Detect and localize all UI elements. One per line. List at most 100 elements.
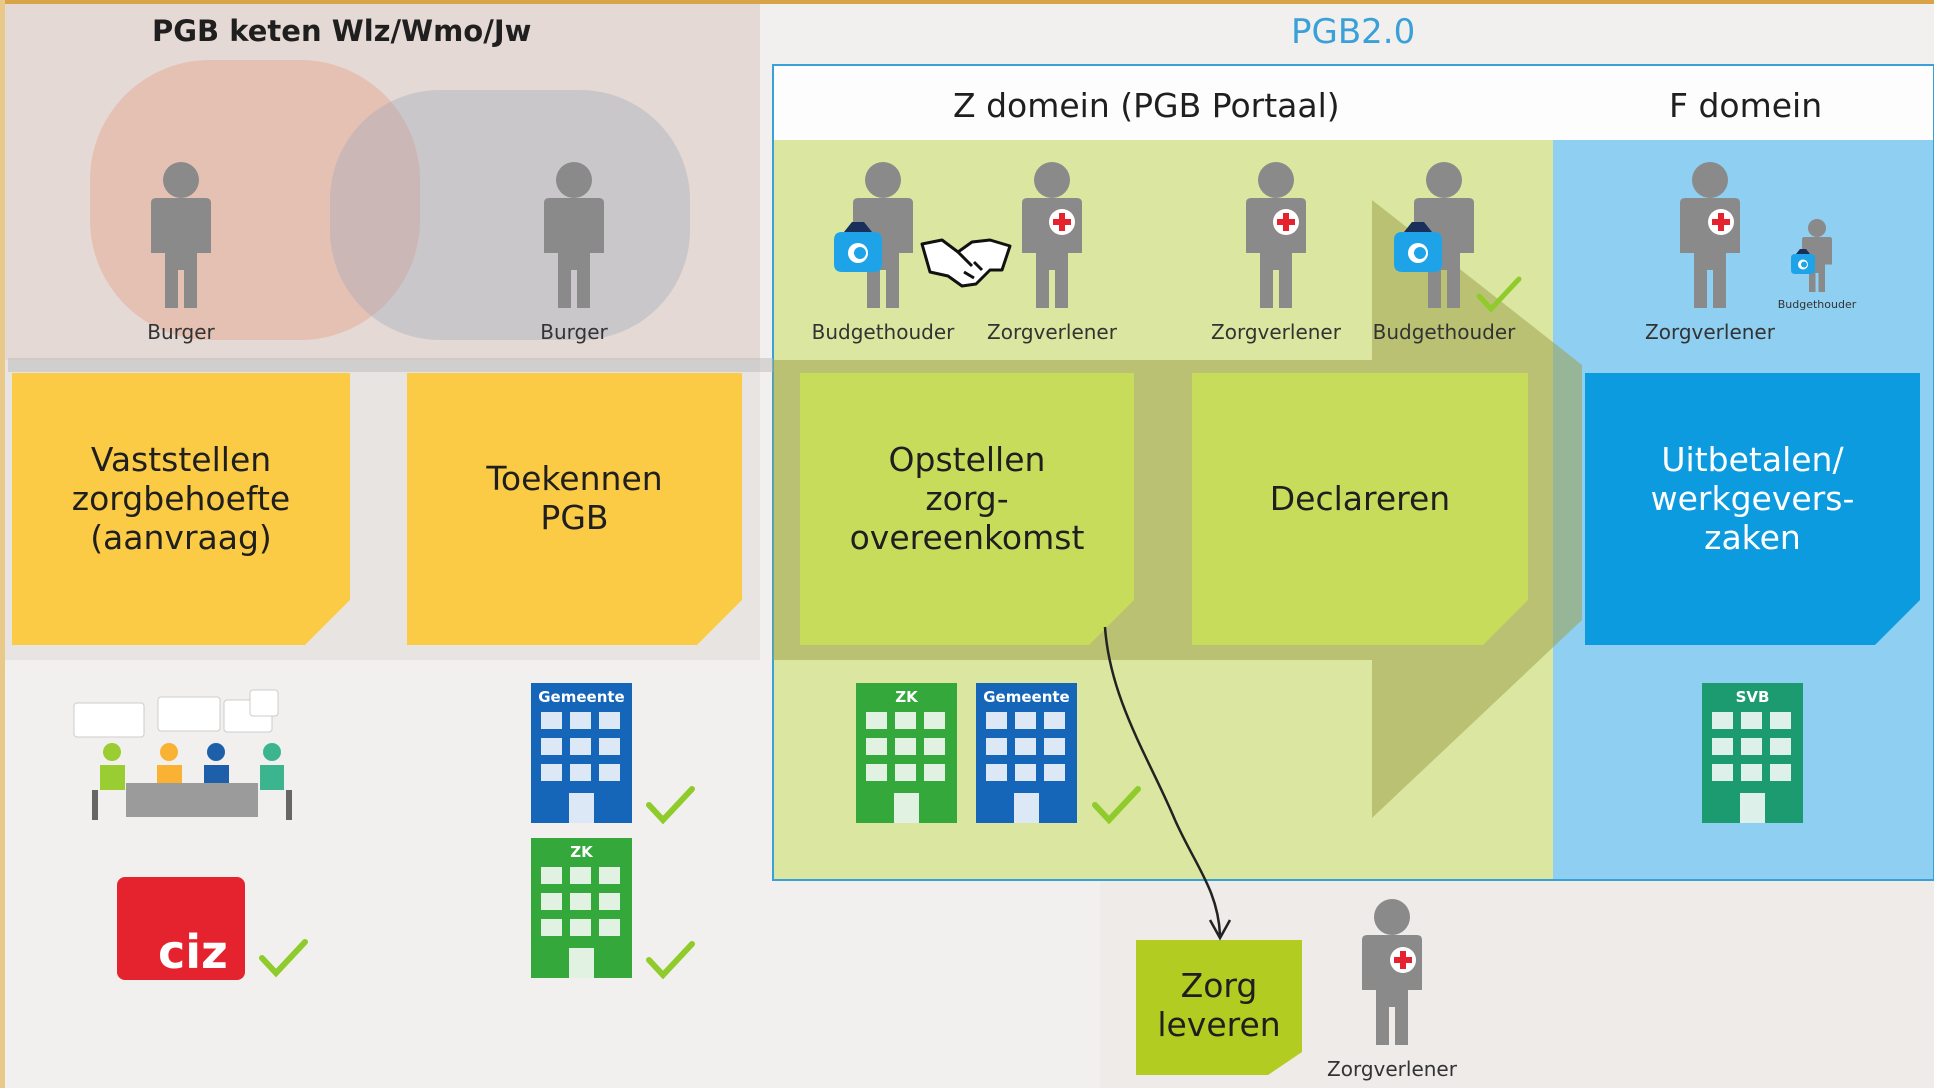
building-window xyxy=(1712,764,1733,781)
building-window xyxy=(1044,712,1065,729)
check-zorgovereenkomst-icon xyxy=(1092,786,1141,825)
step-box-uitbetalen xyxy=(1585,373,1920,645)
gemeente-1-label: Gemeente xyxy=(538,688,625,706)
building-window xyxy=(1770,764,1791,781)
zorgverlener-3-cross-icon xyxy=(1708,209,1734,235)
building-window xyxy=(541,893,562,910)
step-label-declareren: Declareren xyxy=(1269,478,1451,518)
building-window xyxy=(541,738,562,755)
building-window xyxy=(541,764,562,781)
building-window xyxy=(924,738,945,755)
background-photo-blur-2 xyxy=(330,90,690,340)
building-window xyxy=(986,764,1007,781)
building-window xyxy=(986,712,1007,729)
building-windows xyxy=(541,712,1791,978)
building-window xyxy=(1741,764,1762,781)
step-box-declareren xyxy=(1192,373,1528,645)
svb-label: SVB xyxy=(1735,688,1770,706)
building-window xyxy=(924,712,945,729)
diagram-title: PGB keten Wlz/Wmo/Jw xyxy=(152,14,532,48)
building-window xyxy=(541,919,562,936)
step-box-toekennen xyxy=(407,373,742,645)
building-window xyxy=(895,764,916,781)
building-window xyxy=(1712,712,1733,729)
building-door xyxy=(1014,793,1039,823)
building-window xyxy=(570,893,591,910)
zorgverlener-4-label: Zorgverlener xyxy=(1327,1057,1457,1081)
zorgverlener-1-cross-icon xyxy=(1049,209,1075,235)
building-window xyxy=(1770,712,1791,729)
zk-2-label: ZK xyxy=(895,688,918,706)
step-label-vaststellen: Vaststellen zorgbehoefte (aanvraag) xyxy=(71,439,291,557)
building-window xyxy=(570,712,591,729)
background-photo-area xyxy=(0,0,760,360)
zorgverlener-2-label: Zorgverlener xyxy=(1211,320,1341,344)
building-window xyxy=(1044,738,1065,755)
top-border-line xyxy=(0,0,1934,4)
ciz-logo-text: ciz xyxy=(158,925,228,979)
building-window xyxy=(599,712,620,729)
grey-band xyxy=(8,358,773,372)
check-zk-icon xyxy=(646,941,695,980)
building-door xyxy=(1740,793,1765,823)
zorgverlener-2-cross-icon xyxy=(1273,209,1299,235)
zk-1-label: ZK xyxy=(570,843,593,861)
step-box-vaststellen xyxy=(12,373,350,645)
check-gemeente-icon xyxy=(646,786,695,825)
gemeente-2-label: Gemeente xyxy=(983,688,1070,706)
building-window xyxy=(599,738,620,755)
building-window xyxy=(541,867,562,884)
building-window xyxy=(541,712,562,729)
step-label-opstellen: Opstellen zorg- overeenkomst xyxy=(849,439,1085,557)
building-window xyxy=(866,738,887,755)
building-window xyxy=(895,712,916,729)
step-label-zorg-leveren: Zorg leveren xyxy=(1157,966,1281,1044)
step-label-uitbetalen: Uitbetalen/ werkgevers- zaken xyxy=(1650,439,1855,557)
budgethouder-small-label: Budgethouder xyxy=(1777,298,1857,311)
building-window xyxy=(599,919,620,936)
budgethouder-1-label: Budgethouder xyxy=(811,320,955,344)
building-window xyxy=(1712,738,1733,755)
process-chevron-arrow xyxy=(773,200,1582,818)
building-window xyxy=(599,893,620,910)
building-window xyxy=(1741,712,1762,729)
building-window xyxy=(570,764,591,781)
building-window xyxy=(1015,738,1036,755)
building-window xyxy=(599,867,620,884)
building-window xyxy=(1015,764,1036,781)
building-window xyxy=(1741,738,1762,755)
meeting-icon xyxy=(73,689,292,820)
building-door xyxy=(569,793,594,823)
building-window xyxy=(895,738,916,755)
building-door xyxy=(894,793,919,823)
building-window xyxy=(866,712,887,729)
building-window xyxy=(1770,738,1791,755)
domain-header-band xyxy=(773,65,1934,140)
building-window xyxy=(866,764,887,781)
building-window xyxy=(986,738,1007,755)
step-box-opstellen xyxy=(800,373,1134,645)
building-window xyxy=(570,738,591,755)
building-window xyxy=(924,764,945,781)
building-window xyxy=(599,764,620,781)
zorgverlener-1-label: Zorgverlener xyxy=(987,320,1117,344)
zorgverlener-3-label: Zorgverlener xyxy=(1645,320,1775,344)
building-door xyxy=(569,948,594,978)
curved-arrow-line xyxy=(1103,626,1222,936)
burger-1-label: Burger xyxy=(147,320,215,344)
budgethouder-2-label: Budgethouder xyxy=(1372,320,1516,344)
building-window xyxy=(570,867,591,884)
z-domain-label: Z domein (PGB Portaal) xyxy=(953,86,1340,125)
ciz-logo xyxy=(117,877,245,980)
building-window xyxy=(570,919,591,936)
pgb20-label: PGB2.0 xyxy=(1291,12,1416,52)
check-ciz-icon xyxy=(259,939,308,978)
step-label-toekennen: Toekennen PGB xyxy=(486,459,663,537)
f-domain-label: F domein xyxy=(1669,86,1823,125)
handshake-icon xyxy=(920,238,1012,288)
building-window xyxy=(1015,712,1036,729)
building-window xyxy=(1044,764,1065,781)
step-box-zorg-leveren xyxy=(1136,940,1302,1075)
